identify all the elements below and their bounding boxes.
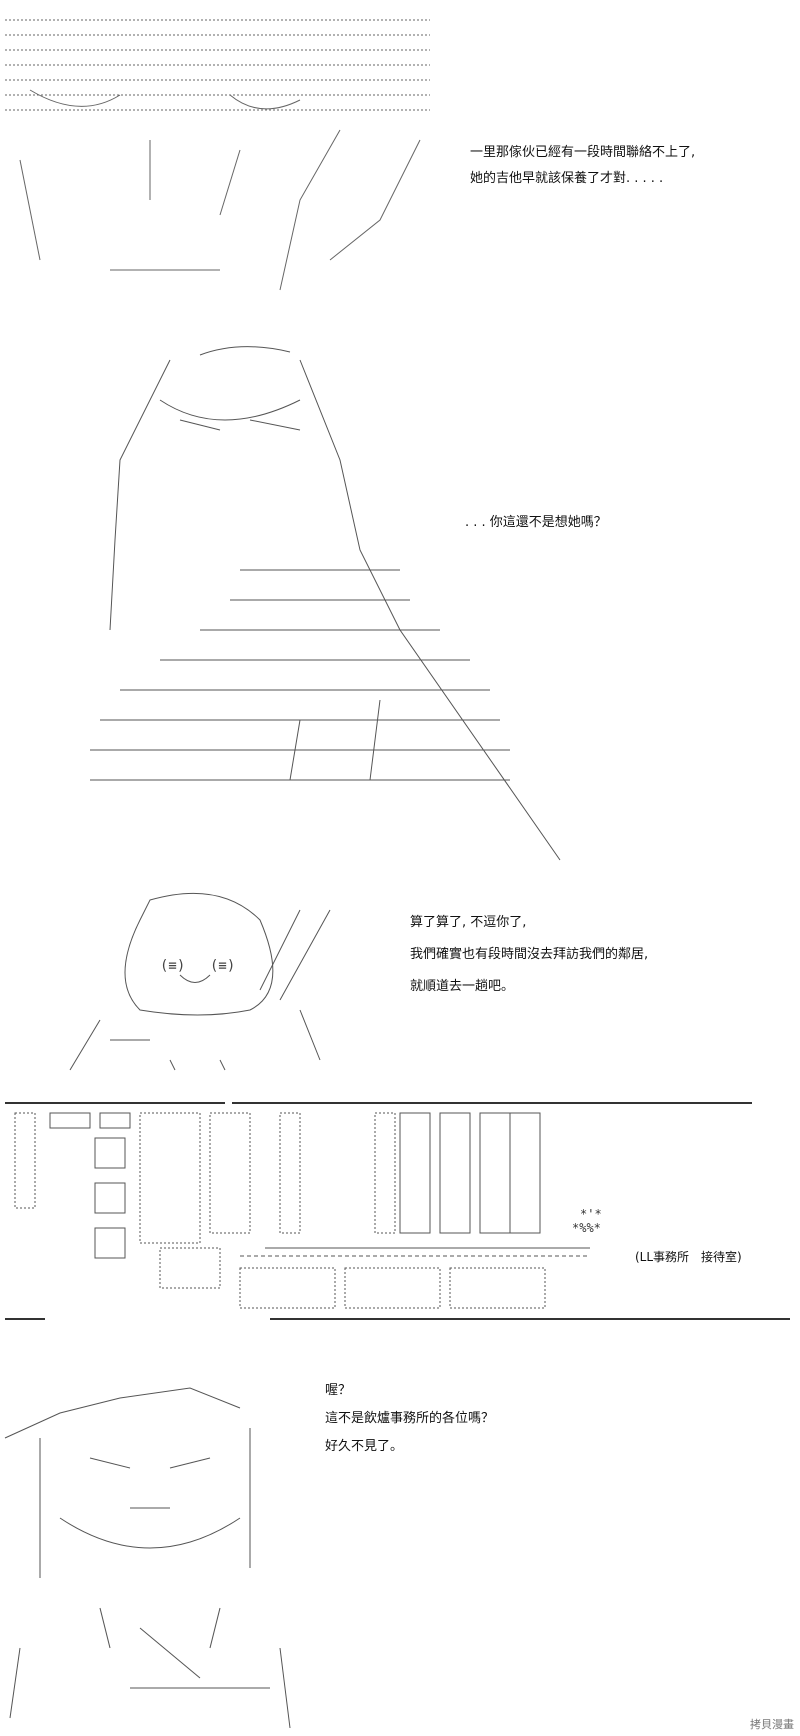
- watermark: 拷貝漫畫: [750, 1718, 794, 1731]
- caption-line: 好久不見了。: [325, 1439, 404, 1454]
- ascii-art-face-closeup: [5, 19, 430, 291]
- panel-divider: [270, 1318, 790, 1320]
- panel-5: 喔？ 這不是飲爐事務所的各位嗎？ 好久不見了。: [0, 1318, 800, 1736]
- panel-divider: [5, 1102, 225, 1104]
- svg-text:(≡): (≡): [210, 958, 235, 974]
- caption-line: 我們確實也有段時間沒去拜訪我們的鄰居,: [410, 947, 649, 962]
- svg-text:*%%*: *%%*: [572, 1221, 601, 1235]
- svg-text:(≡): (≡): [160, 958, 185, 974]
- caption-line: 喔？: [325, 1383, 352, 1398]
- caption-line: 這不是飲爐事務所的各位嗎？: [325, 1411, 495, 1426]
- panel-4: *'* *%%* (LL事務所 接待室): [0, 1108, 800, 1318]
- caption-line: . . . 你這還不是想她嗎？: [465, 515, 607, 530]
- ascii-art-host-character: [4, 1387, 291, 1729]
- panel-3: (≡) (≡) 算了算了, 不逗你了, 我們確實也有段時間沒去拜訪我們的鄰居, …: [0, 870, 800, 1080]
- caption-line: 她的吉他早就該保養了才對. . . . .: [470, 171, 664, 186]
- panel-divider: [232, 1102, 752, 1104]
- caption-line: 算了算了, 不逗你了,: [410, 915, 527, 930]
- caption-line: 一里那傢伙已經有一段時間聯絡不上了,: [470, 145, 696, 160]
- ascii-art-reception-room: *'* *%%*: [14, 1112, 602, 1309]
- panel-2: . . . 你這還不是想她嗎？: [0, 300, 800, 870]
- panel-1: 一里那傢伙已經有一段時間聯絡不上了, 她的吉他早就該保養了才對. . . . .: [0, 0, 800, 300]
- location-caption: (LL事務所 接待室): [635, 1250, 742, 1264]
- caption-line: 就順道去一趟吧。: [410, 979, 515, 994]
- panel-divider: [5, 1318, 45, 1320]
- ascii-art-chibi: (≡) (≡): [69, 892, 331, 1071]
- ascii-art-character: [90, 346, 561, 861]
- svg-text:*'*: *'*: [580, 1207, 602, 1221]
